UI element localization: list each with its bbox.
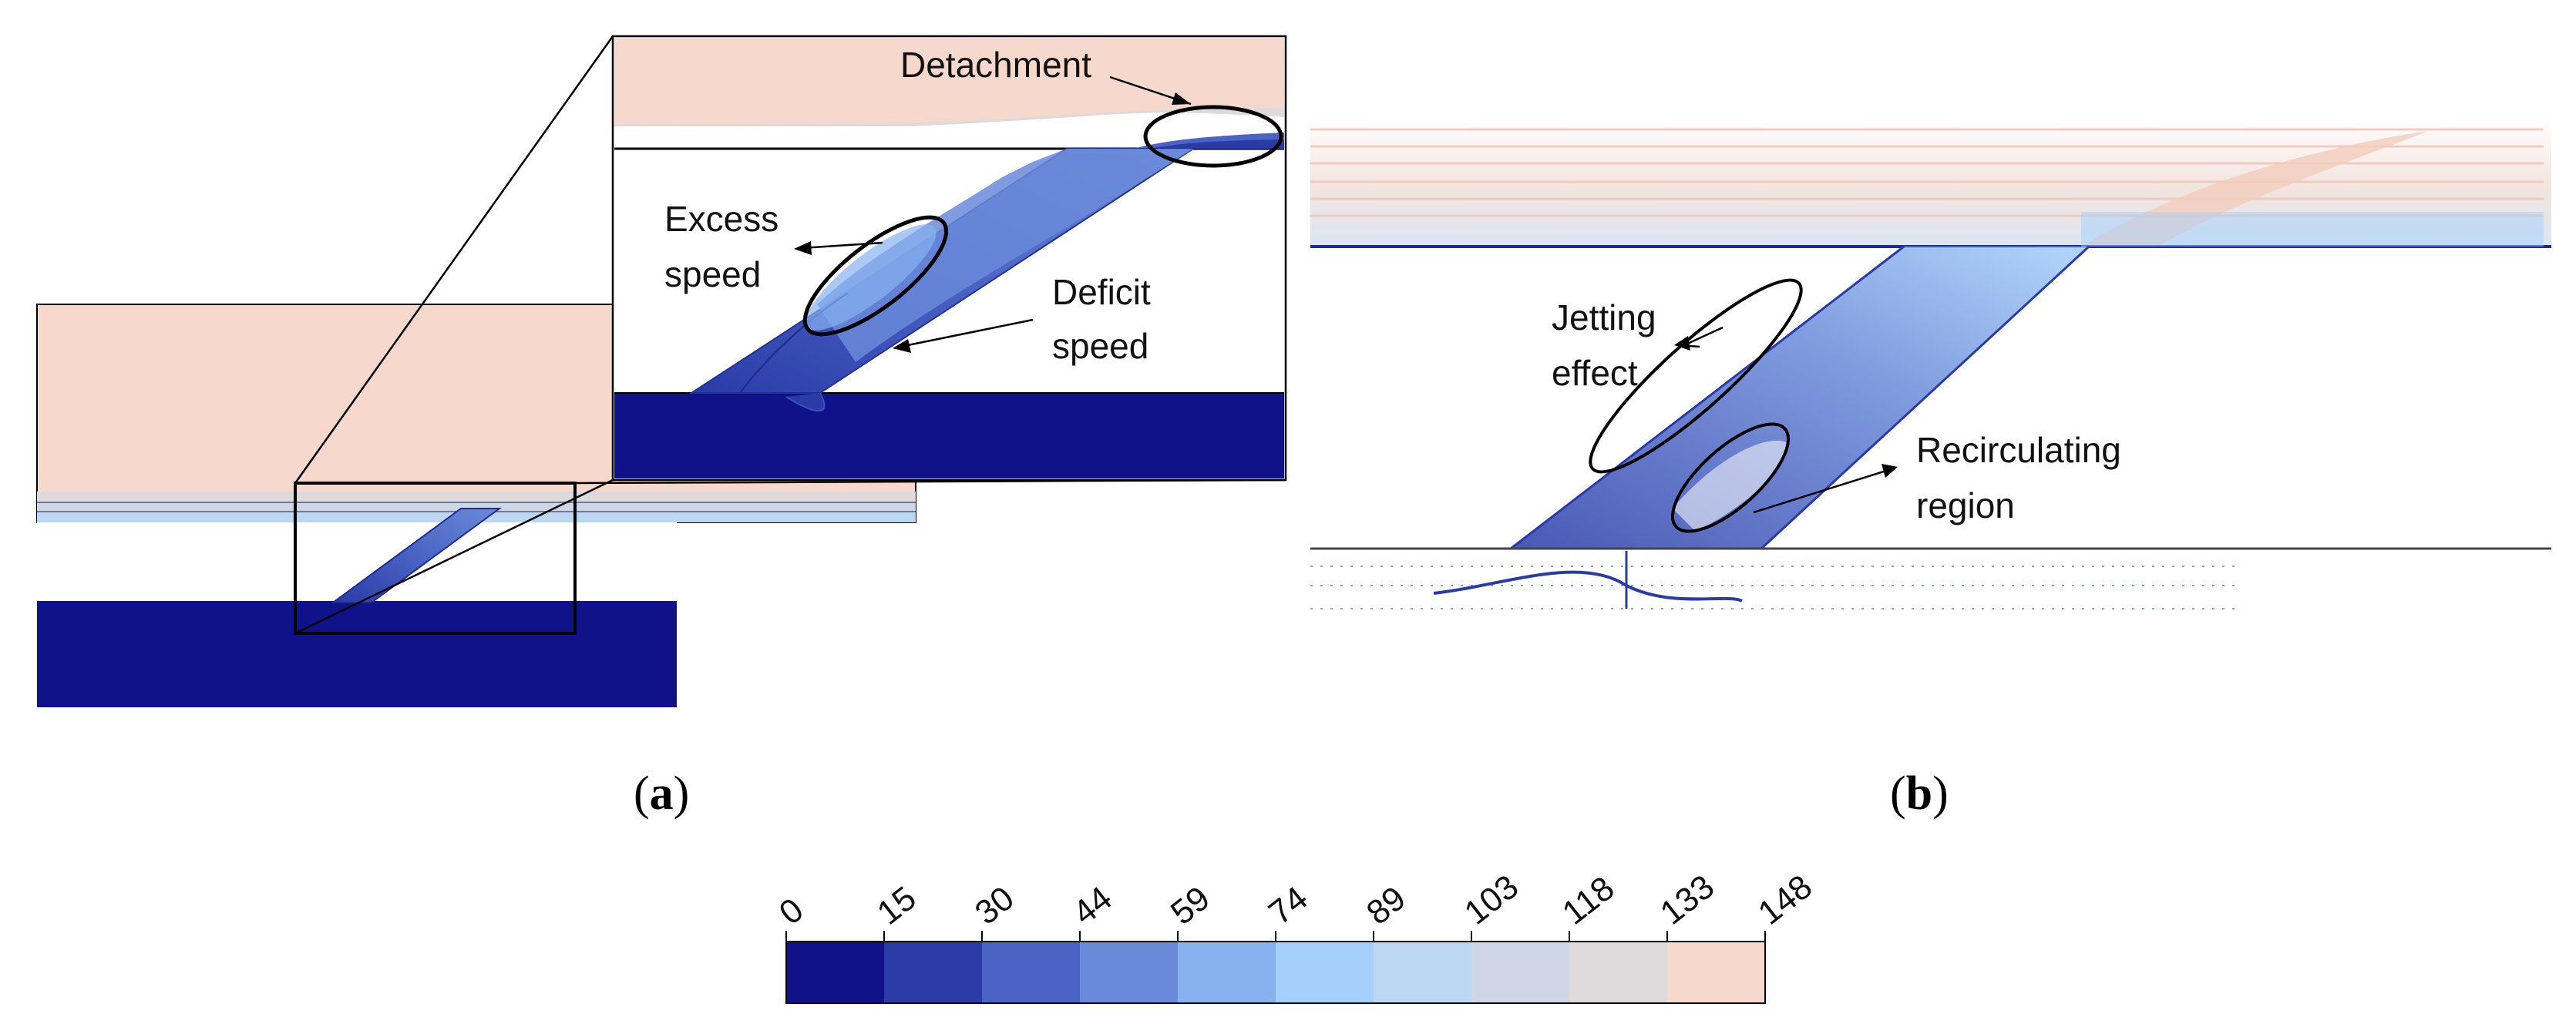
panel-b-recirc-arrowhead bbox=[1882, 464, 1898, 478]
colorbar-tick-label: 15 bbox=[870, 879, 923, 932]
panel-b-label-open: ( bbox=[1890, 767, 1906, 820]
panel-a-zoom-connector bbox=[294, 478, 614, 635]
panel-a-detachment-ellipse bbox=[1143, 105, 1283, 168]
colorbar-tick-label: 133 bbox=[1653, 868, 1721, 932]
colorbar-tick-label: 59 bbox=[1164, 879, 1217, 932]
panel-a-boundary-band-2 bbox=[37, 502, 916, 512]
panel-a-deficit-label-line2: speed bbox=[1052, 326, 1148, 366]
panel-a-detachment-arrowhead bbox=[1172, 92, 1191, 105]
colorbar-tick-label: 118 bbox=[1555, 869, 1621, 932]
panel-a: Detachment Excess speed Deficit speed (a… bbox=[36, 35, 1287, 820]
panel-b-recirc-ellipse bbox=[1670, 422, 1791, 533]
colorbar-tick-label: 148 bbox=[1751, 868, 1819, 932]
panel-b-plenum-stagnation bbox=[1433, 570, 1743, 603]
panel-a-detachment-label: Detachment bbox=[900, 45, 1091, 85]
panel-b-label: (b) bbox=[1890, 767, 1949, 820]
panel-b-label-letter: b bbox=[1906, 767, 1932, 820]
panel-a-deficit-label-line1: Deficit bbox=[1052, 272, 1151, 312]
colorbar-segment bbox=[1569, 942, 1667, 1003]
colorbar-tick-label: 44 bbox=[1066, 879, 1119, 932]
panel-a-excess-ellipse bbox=[802, 215, 949, 337]
panel-a-excess-label-line1: Excess bbox=[664, 199, 779, 239]
panel-a-label: (a) bbox=[634, 767, 689, 820]
panel-a-inset-hole-core bbox=[817, 149, 1193, 362]
colorbar-segment bbox=[1667, 942, 1765, 1003]
panel-a-zoom-connector bbox=[294, 35, 614, 484]
panel-b-jetting-arrowhead bbox=[1674, 336, 1690, 351]
panel-a-zoom-box bbox=[294, 482, 577, 635]
panel-b-recirc-core bbox=[1673, 440, 1788, 532]
colorbar: 0 15 30 44 59 74 89 103 118 133 148 bbox=[772, 868, 1819, 1004]
colorbar-tick-label: 30 bbox=[968, 879, 1021, 932]
panel-b-recirc-label-line1: Recirculating bbox=[1916, 430, 2121, 470]
panel-b-recirc-arrow bbox=[1753, 468, 1889, 514]
colorbar-segment bbox=[1374, 942, 1471, 1003]
panel-b-inclined-hole bbox=[1511, 247, 2089, 549]
panel-b-jetting-ellipse bbox=[1589, 278, 1803, 474]
colorbar-tick-label: 0 bbox=[772, 891, 810, 932]
panel-a-excess-arrow bbox=[801, 241, 883, 250]
colorbar-segment bbox=[884, 942, 982, 1003]
panel-b-jetting-label-line2: effect bbox=[1552, 353, 1638, 393]
panel-b-jetting-arrow bbox=[1683, 326, 1723, 347]
colorbar-tick-label: 74 bbox=[1262, 879, 1315, 932]
panel-b-label-close: ) bbox=[1932, 767, 1949, 820]
panel-b-recirc-label-line2: region bbox=[1916, 485, 2015, 525]
panel-a-inset-lower-plenum bbox=[614, 393, 1284, 478]
panel-a-lower-plenum bbox=[37, 601, 677, 707]
colorbar-segment bbox=[1178, 942, 1276, 1003]
panel-a-detachment-wake bbox=[1148, 139, 1284, 149]
panel-a-deficit-arrowhead bbox=[893, 339, 911, 353]
colorbar-tick-label: 103 bbox=[1458, 868, 1525, 932]
colorbar-segment bbox=[1471, 942, 1569, 1003]
panel-b: Jetting effect Recirculating region (b) bbox=[1310, 116, 2551, 820]
panel-b-streaks bbox=[1310, 128, 2544, 217]
panel-b-wake-band bbox=[2081, 212, 2544, 247]
panel-a-boundary-band-1 bbox=[37, 492, 916, 502]
panel-a-label-open: ( bbox=[634, 767, 650, 820]
colorbar-segment bbox=[786, 942, 884, 1003]
panel-b-plenum-rows bbox=[1310, 566, 2235, 609]
colorbar-segment bbox=[982, 942, 1080, 1003]
panel-a-deficit-arrow bbox=[900, 318, 1034, 348]
panel-a-label-letter: a bbox=[650, 767, 674, 820]
panel-a-excess-label-line2: speed bbox=[664, 254, 761, 294]
panel-b-hole-wall bbox=[1760, 245, 2090, 550]
colorbar-tick-label: 89 bbox=[1360, 879, 1413, 932]
panel-a-inset-hole-contour bbox=[785, 392, 826, 412]
panel-b-jetting-label-line1: Jetting bbox=[1552, 297, 1656, 337]
panel-a-excess-arrowhead bbox=[794, 241, 812, 255]
panel-b-hole-wall bbox=[1510, 245, 1905, 550]
colorbar-segment bbox=[1276, 942, 1374, 1003]
colorbar-segment bbox=[1080, 942, 1178, 1003]
panel-a-label-close: ) bbox=[674, 767, 690, 820]
panel-a-excess-highlight bbox=[805, 224, 937, 331]
